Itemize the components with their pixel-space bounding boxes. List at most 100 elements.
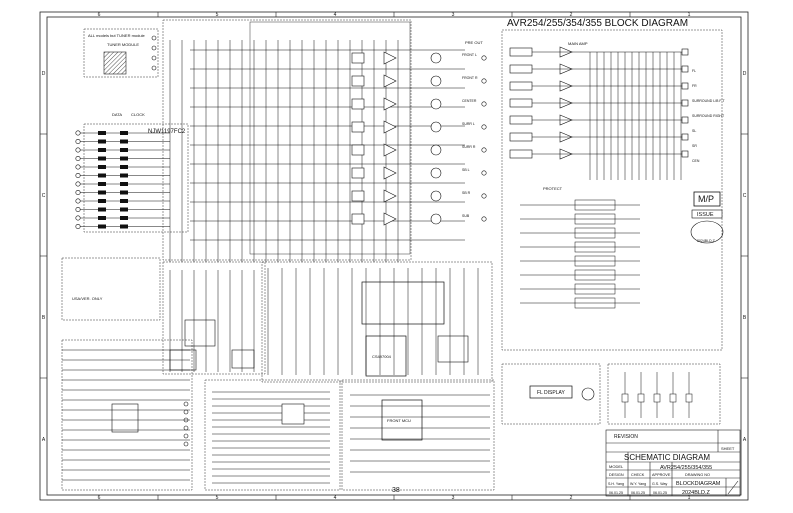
speaker-terminal-icon bbox=[681, 133, 689, 141]
chip-label: NJW1197FC2 bbox=[148, 129, 186, 135]
transistor-icon bbox=[430, 98, 442, 110]
dsp-label: CS497004 bbox=[372, 354, 392, 359]
preout-channel-label: FRONT L bbox=[462, 53, 477, 57]
tb-check-name: W.Y. Yang bbox=[630, 482, 646, 486]
col-label: 6 bbox=[98, 495, 101, 501]
rca-jack-icon bbox=[75, 147, 81, 153]
jack-icon bbox=[183, 417, 189, 423]
col-label: 3 bbox=[452, 495, 455, 501]
jack-icon bbox=[183, 441, 189, 447]
tb-check-label: CHECK bbox=[631, 473, 645, 477]
col-label: 2 bbox=[570, 12, 573, 18]
amp-triangle-icon bbox=[383, 143, 397, 157]
row-label: D bbox=[743, 71, 747, 77]
speaker-terminal-icon bbox=[681, 65, 689, 73]
amp-triangle-icon bbox=[383, 212, 397, 226]
amp-triangle-icon bbox=[383, 97, 397, 111]
page-number: 38 bbox=[392, 487, 400, 494]
tb-design-label: DESIGN bbox=[609, 473, 624, 477]
rca-jack-icon bbox=[75, 224, 81, 230]
col-label: 5 bbox=[216, 12, 219, 18]
rca-jack-icon bbox=[75, 139, 81, 145]
input-jack-section: ALL models but TUNER module TUNER MODULE… bbox=[75, 28, 189, 233]
jack-icon bbox=[151, 65, 157, 71]
rca-jack-icon bbox=[75, 198, 81, 204]
col-label: 3 bbox=[452, 12, 455, 18]
col-label: 2 bbox=[570, 495, 573, 501]
rca-jack-icon bbox=[75, 215, 81, 221]
diagram-title: AVR254/255/354/355 BLOCK DIAGRAM bbox=[507, 18, 688, 29]
tb-heading: SCHEMATIC DIAGRAM bbox=[624, 453, 710, 462]
tb-date3: 06.01.25 bbox=[653, 491, 667, 495]
output-jack-icon bbox=[481, 216, 487, 222]
col-label: 1 bbox=[688, 495, 691, 501]
rca-jack-icon bbox=[75, 156, 81, 162]
speaker-output-label: SURROUND RIGHT bbox=[692, 114, 725, 118]
transistor-icon bbox=[430, 75, 442, 87]
col-label: 1 bbox=[688, 12, 691, 18]
row-label: B bbox=[42, 315, 46, 321]
row-label: C bbox=[743, 193, 747, 199]
amp-label: MAIN AMP bbox=[568, 41, 588, 46]
preout-channel-label: SUB bbox=[462, 214, 470, 218]
amp-triangle-icon bbox=[383, 166, 397, 180]
row-label: A bbox=[743, 437, 747, 443]
jack-icon bbox=[183, 425, 189, 431]
tb-approve-label: APPROVE bbox=[652, 473, 671, 477]
jack-icon bbox=[183, 433, 189, 439]
col-label: 4 bbox=[334, 495, 337, 501]
row-label: A bbox=[42, 437, 46, 443]
tb-drawing-no: 2024BLD.Z bbox=[682, 490, 710, 496]
transistor-icon bbox=[430, 144, 442, 156]
logo-mark: M/P bbox=[698, 194, 714, 204]
rca-jack-icon bbox=[75, 190, 81, 196]
rca-jack-icon bbox=[75, 207, 81, 213]
title-block bbox=[605, 429, 741, 497]
logo-code: 2024BLD.Z bbox=[697, 239, 716, 243]
amp-triangle-icon bbox=[383, 120, 397, 134]
transistor-icon bbox=[430, 121, 442, 133]
speaker-terminal-icon bbox=[681, 116, 689, 124]
inner-frame bbox=[46, 16, 742, 496]
speaker-output-label: SURROUND L/B F T bbox=[692, 99, 725, 103]
output-jack-icon bbox=[481, 78, 487, 84]
speaker-output-label: SL bbox=[692, 129, 696, 133]
preout-channel-label: SB R bbox=[462, 191, 471, 195]
output-jack-icon bbox=[481, 101, 487, 107]
preout-channel-label: SB L bbox=[462, 168, 470, 172]
clock-label: CLOCK bbox=[131, 112, 145, 117]
output-jack-icon bbox=[481, 55, 487, 61]
outer-frame bbox=[39, 11, 749, 501]
dsp-section: CS497004 FRONT MCU bbox=[204, 261, 495, 491]
speaker-output-label: FR bbox=[692, 84, 697, 88]
row-label: C bbox=[42, 193, 46, 199]
tb-date1: 06.01.25 bbox=[609, 491, 623, 495]
preout-label: PRE OUT bbox=[465, 40, 483, 45]
data-label: DATA bbox=[112, 112, 122, 117]
speaker-output-label: SR bbox=[692, 144, 697, 148]
jack-icon bbox=[151, 55, 157, 61]
mp-logo: M/P ISSUE 2024BLD.Z bbox=[690, 191, 724, 244]
logo-issue: ISSUE bbox=[697, 212, 714, 218]
speaker-terminal-icon bbox=[681, 99, 689, 107]
rca-jack-icon bbox=[75, 164, 81, 170]
tb-drawing-title: BLOCKDIAGRAM bbox=[676, 481, 721, 487]
rca-jack-icon bbox=[75, 181, 81, 187]
row-label: D bbox=[42, 71, 46, 77]
display-label: FL DISPLAY bbox=[537, 390, 565, 396]
dsp-chip-a bbox=[361, 281, 445, 325]
speaker-terminal-icon bbox=[681, 150, 689, 158]
tb-approve-name: G.S. Way bbox=[652, 482, 667, 486]
col-label: 6 bbox=[98, 12, 101, 18]
tuner-note: ALL models but TUNER module bbox=[88, 33, 145, 38]
rca-jack-icon bbox=[75, 130, 81, 136]
jack-icon bbox=[183, 401, 189, 407]
speaker-terminal-icon bbox=[681, 48, 689, 56]
tb-design-name: S.H. Yang bbox=[608, 482, 624, 486]
preout-channel-label: FRONT R bbox=[462, 76, 478, 80]
display-section: FL DISPLAY bbox=[501, 363, 721, 425]
transistor-icon bbox=[430, 190, 442, 202]
speaker-terminal-icon bbox=[681, 82, 689, 90]
